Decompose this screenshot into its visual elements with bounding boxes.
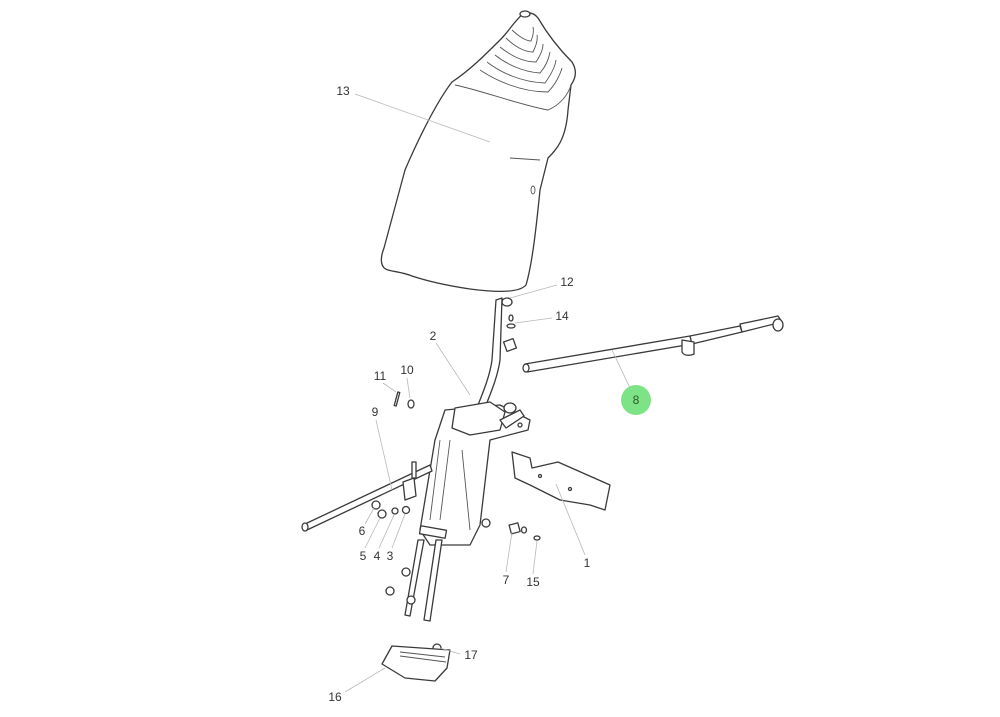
callout-5[interactable]: 5 [359, 549, 367, 563]
part-16-plate[interactable] [381, 645, 451, 682]
callout-10[interactable]: 10 [400, 363, 414, 377]
leader-lines [344, 93, 631, 693]
callout-6[interactable]: 6 [358, 524, 366, 538]
callout-12[interactable]: 12 [560, 275, 574, 289]
callout-3[interactable]: 3 [386, 549, 394, 563]
callout-14[interactable]: 14 [555, 309, 569, 323]
callout-16[interactable]: 16 [328, 690, 342, 704]
callout-7[interactable]: 7 [502, 573, 510, 587]
shifter-frame-assembly[interactable] [404, 401, 531, 622]
callout-9[interactable]: 9 [371, 405, 379, 419]
hardware [371, 314, 541, 653]
callout-2[interactable]: 2 [429, 329, 437, 343]
callout-15[interactable]: 15 [526, 575, 540, 589]
callout-11[interactable]: 11 [373, 369, 387, 383]
callout-17[interactable]: 17 [464, 648, 478, 662]
callout-1[interactable]: 1 [583, 556, 591, 570]
part-9-rod[interactable] [301, 461, 433, 532]
part-1-bracket[interactable] [511, 451, 611, 511]
part-8-rod[interactable] [522, 315, 784, 373]
callout-8-highlighted[interactable]: 8 [621, 385, 651, 415]
part-13-lever-cover[interactable] [380, 10, 576, 292]
callout-13[interactable]: 13 [336, 84, 350, 98]
callout-4[interactable]: 4 [373, 549, 381, 563]
